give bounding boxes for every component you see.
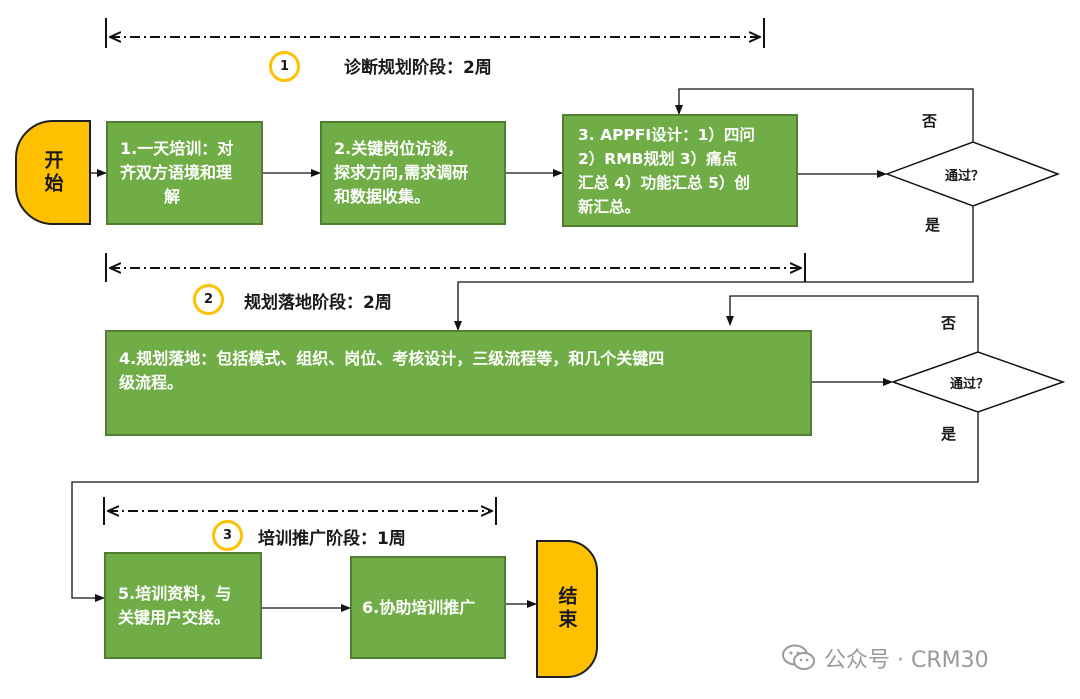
step-5-box: 5.培训资料，与 关键用户交接。 [104,552,262,659]
phase-2-number: 2 [203,292,214,307]
decision-1-diamond [884,141,1061,207]
watermark-text: 公众号 · CRM30 [824,648,989,673]
arrow-decision1-yes [454,206,974,331]
phase-2-span [105,253,806,282]
phase-3-span [103,497,497,525]
step-2-line-1: 2.关键岗位访谈， [334,139,464,158]
arrow-decision2-yes [71,412,979,602]
step-6-line-1: 6.协助培训推广 [362,597,476,617]
decision-1-yes-label: 是 [925,216,941,234]
phase-1-number: 1 [279,59,290,74]
decision-2-diamond [890,351,1066,413]
end-label: 结束 [555,586,578,632]
phase-1-title: 诊断规划阶段：2周 [344,58,492,78]
step-5-line-2: 关键用户交接。 [118,607,231,627]
step-3-line-1: 3. APPFI设计：1）四问 [578,125,755,144]
step-3-line-3: 汇总 4）功能汇总 5）创 [578,173,750,192]
step-3-box: 3. APPFI设计：1）四问 2）RMB规划 3）痛点 汇总 4）功能汇总 5… [562,114,798,227]
step-1-line-2: 齐双方语境和理 [120,163,233,182]
arrow-decision1-no [675,88,974,142]
decision-1-text: 通过？ [945,169,985,184]
phase-1-badge: 1 [269,51,300,82]
decision-2-text: 通过？ [950,377,990,392]
phase-2-badge: 2 [193,284,224,315]
phase-3-number: 3 [222,528,233,543]
arrow-decision2-no [726,295,979,352]
phase-1-span [105,18,765,48]
phase-2-title: 规划落地阶段：2周 [244,293,392,313]
step-2-line-2: 探求方向,需求调研 [334,163,469,182]
step-6-box: 6.协助培训推广 [350,556,506,659]
watermark: 公众号 · CRM30 [782,642,989,674]
decision-2-yes-label: 是 [941,425,957,443]
step-2-line-3: 和数据收集。 [334,187,431,206]
step-3-line-2: 2）RMB规划 3）痛点 [578,149,738,168]
wechat-icon [782,644,815,670]
decision-2-no-label: 否 [941,314,957,332]
step-5-line-1: 5.培训资料，与 [118,583,232,603]
step-3-line-4: 新汇总。 [578,197,641,216]
step-1-line-3: 解 [164,187,181,206]
phase-3-badge: 3 [212,520,243,551]
start-label: 开始 [41,149,64,196]
step-4-line-1: 4.规划落地：包括模式、组织、岗位、考核设计，三级流程等，和几个关键四 [119,349,665,368]
decision-1-no-label: 否 [922,112,938,130]
step-1-line-1: 1.一天培训：对 [120,139,234,158]
step-1-box: 1.一天培训：对 齐双方语境和理 解 [106,121,263,225]
phase-3-title: 培训推广阶段：1周 [258,529,406,549]
start-terminal: 开始 [15,120,91,225]
step-4-line-2: 级流程。 [119,373,184,392]
end-terminal: 结束 [536,540,598,678]
step-2-box: 2.关键岗位访谈， 探求方向,需求调研 和数据收集。 [320,121,506,225]
step-4-box: 4.规划落地：包括模式、组织、岗位、考核设计，三级流程等，和几个关键四 级流程。 [105,330,812,436]
